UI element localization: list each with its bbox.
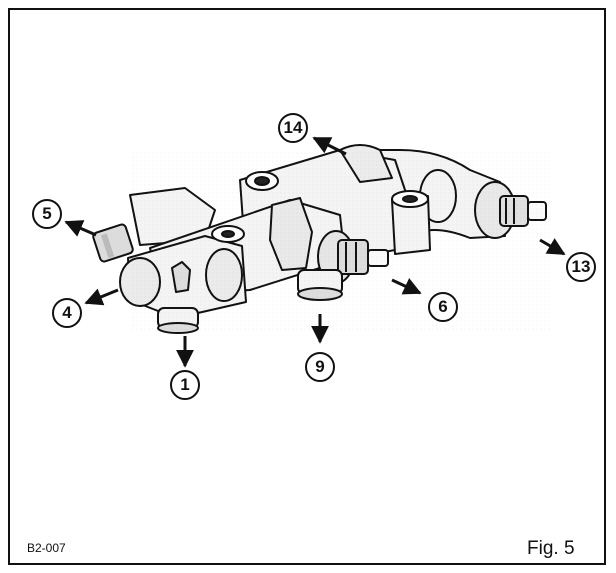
callout-1: 1 [170, 370, 200, 400]
left-fitting-nut [92, 223, 134, 263]
arrow-6 [391, 278, 422, 295]
figure-reference-code: B2-007 [27, 541, 66, 555]
arrow-4 [84, 288, 119, 306]
callout-14: 14 [278, 113, 308, 143]
figure-label: Fig. 5 [527, 538, 575, 559]
callout-5: 5 [32, 199, 62, 229]
arrow-13 [539, 238, 566, 256]
callout-4: 4 [52, 298, 82, 328]
callout-6: 6 [428, 292, 458, 322]
callout-13: 13 [566, 252, 596, 282]
arrow-14 [312, 136, 347, 156]
callout-9: 9 [305, 352, 335, 382]
arrow-5 [64, 220, 97, 237]
